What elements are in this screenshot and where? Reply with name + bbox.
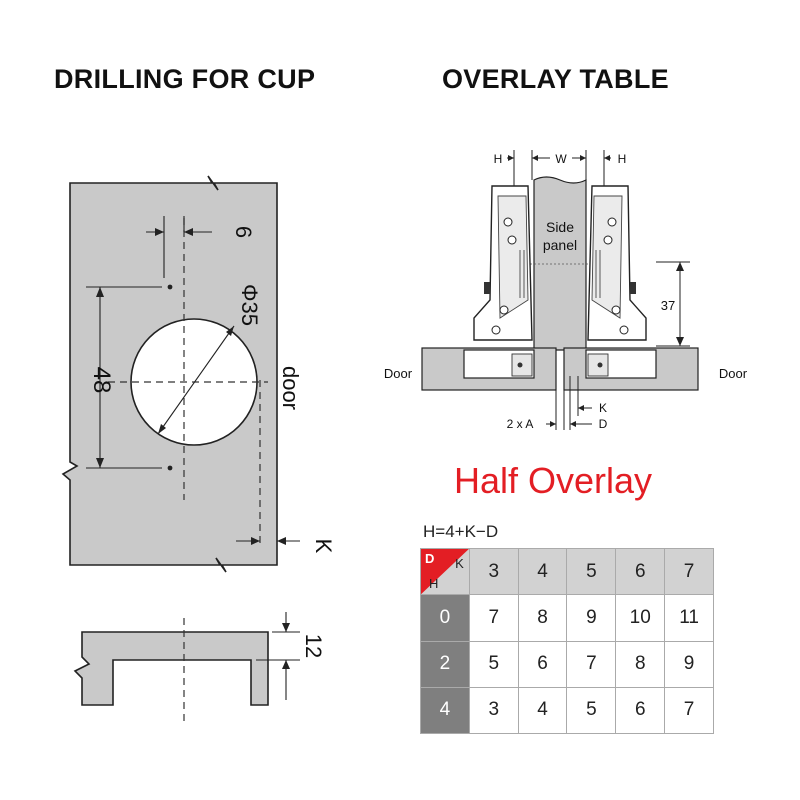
bottom-k-label: K: [599, 401, 607, 415]
corner-h-label: H: [429, 576, 439, 592]
left-hinge: [473, 185, 533, 341]
table-row: 0 7 8 9 10 11: [420, 594, 714, 642]
overlay-table-title: OVERLAY TABLE: [442, 64, 669, 94]
overlay-value-table: D K H 3 4 5 6 7 0 7 8 9 10 11 2 5 6 7 8 …: [420, 547, 714, 735]
table-cell: 10: [615, 594, 666, 642]
k-header-cell: 6: [615, 547, 666, 596]
drilling-diagram: 6 48 Φ35 door K 12: [61, 175, 336, 722]
door-left-label: Door: [384, 366, 413, 381]
door-label: door: [278, 366, 303, 410]
overlay-hinge-diagram: H W H Side panel 37 Do: [384, 150, 748, 431]
table-row: 2 5 6 7 8 9: [420, 640, 714, 688]
top-h-left-label: H: [494, 152, 503, 166]
table-cell: 7: [468, 594, 519, 642]
table-cell: 5: [566, 686, 617, 735]
corner-red-triangle: [421, 549, 469, 595]
k-header-cell: 4: [517, 547, 568, 596]
table-cell: 9: [566, 594, 617, 642]
door-right-label: Door: [719, 366, 748, 381]
dim-6-label: 6: [231, 226, 256, 238]
table-cell: 8: [615, 640, 666, 688]
d-row-header-cell: 2: [420, 640, 470, 688]
bottom-d-label: D: [599, 417, 608, 431]
screw-hole-top: [167, 284, 173, 290]
drilling-title: DRILLING FOR CUP: [54, 64, 316, 94]
table-row: 4 3 4 5 6 7: [420, 686, 714, 735]
table-cell: 7: [566, 640, 617, 688]
dim-k-label: K: [311, 539, 336, 554]
half-overlay-title: Half Overlay: [454, 460, 653, 501]
right-hinge: [587, 185, 647, 341]
bottom-2xa-label: 2 x A: [507, 417, 534, 431]
dim-37-label: 37: [661, 298, 675, 313]
table-cell: 6: [615, 686, 666, 735]
top-w-label: W: [555, 152, 567, 166]
table-cell: 7: [664, 686, 714, 735]
d-row-header-cell: 4: [420, 686, 470, 735]
table-corner-cell: D K H: [420, 547, 470, 596]
table-cell: 6: [517, 640, 568, 688]
formula-label: H=4+K−D: [423, 522, 499, 541]
dim-35-label: Φ35: [237, 284, 262, 326]
screw-hole-bottom: [167, 465, 173, 471]
side-panel-label-line1: Side: [546, 219, 574, 235]
k-header-cell: 3: [468, 547, 519, 596]
k-header-cell: 7: [664, 547, 714, 596]
table-cell: 9: [664, 640, 714, 688]
table-cell: 8: [517, 594, 568, 642]
k-header-cell: 5: [566, 547, 617, 596]
table-cell: 3: [468, 686, 519, 735]
corner-k-label: K: [455, 556, 464, 571]
cup-cross-section: [73, 631, 269, 706]
table-header-row: D K H 3 4 5 6 7: [420, 547, 714, 596]
top-h-right-label: H: [618, 152, 627, 166]
side-panel: [533, 176, 587, 351]
d-row-header-cell: 0: [420, 594, 470, 642]
table-cell: 4: [517, 686, 568, 735]
table-cell: 5: [468, 640, 519, 688]
dim-12-label: 12: [301, 634, 326, 658]
side-panel-label-line2: panel: [543, 237, 577, 253]
dim-48-label: 48: [88, 367, 115, 394]
corner-d-label: D: [425, 551, 435, 566]
table-cell: 11: [664, 594, 714, 642]
